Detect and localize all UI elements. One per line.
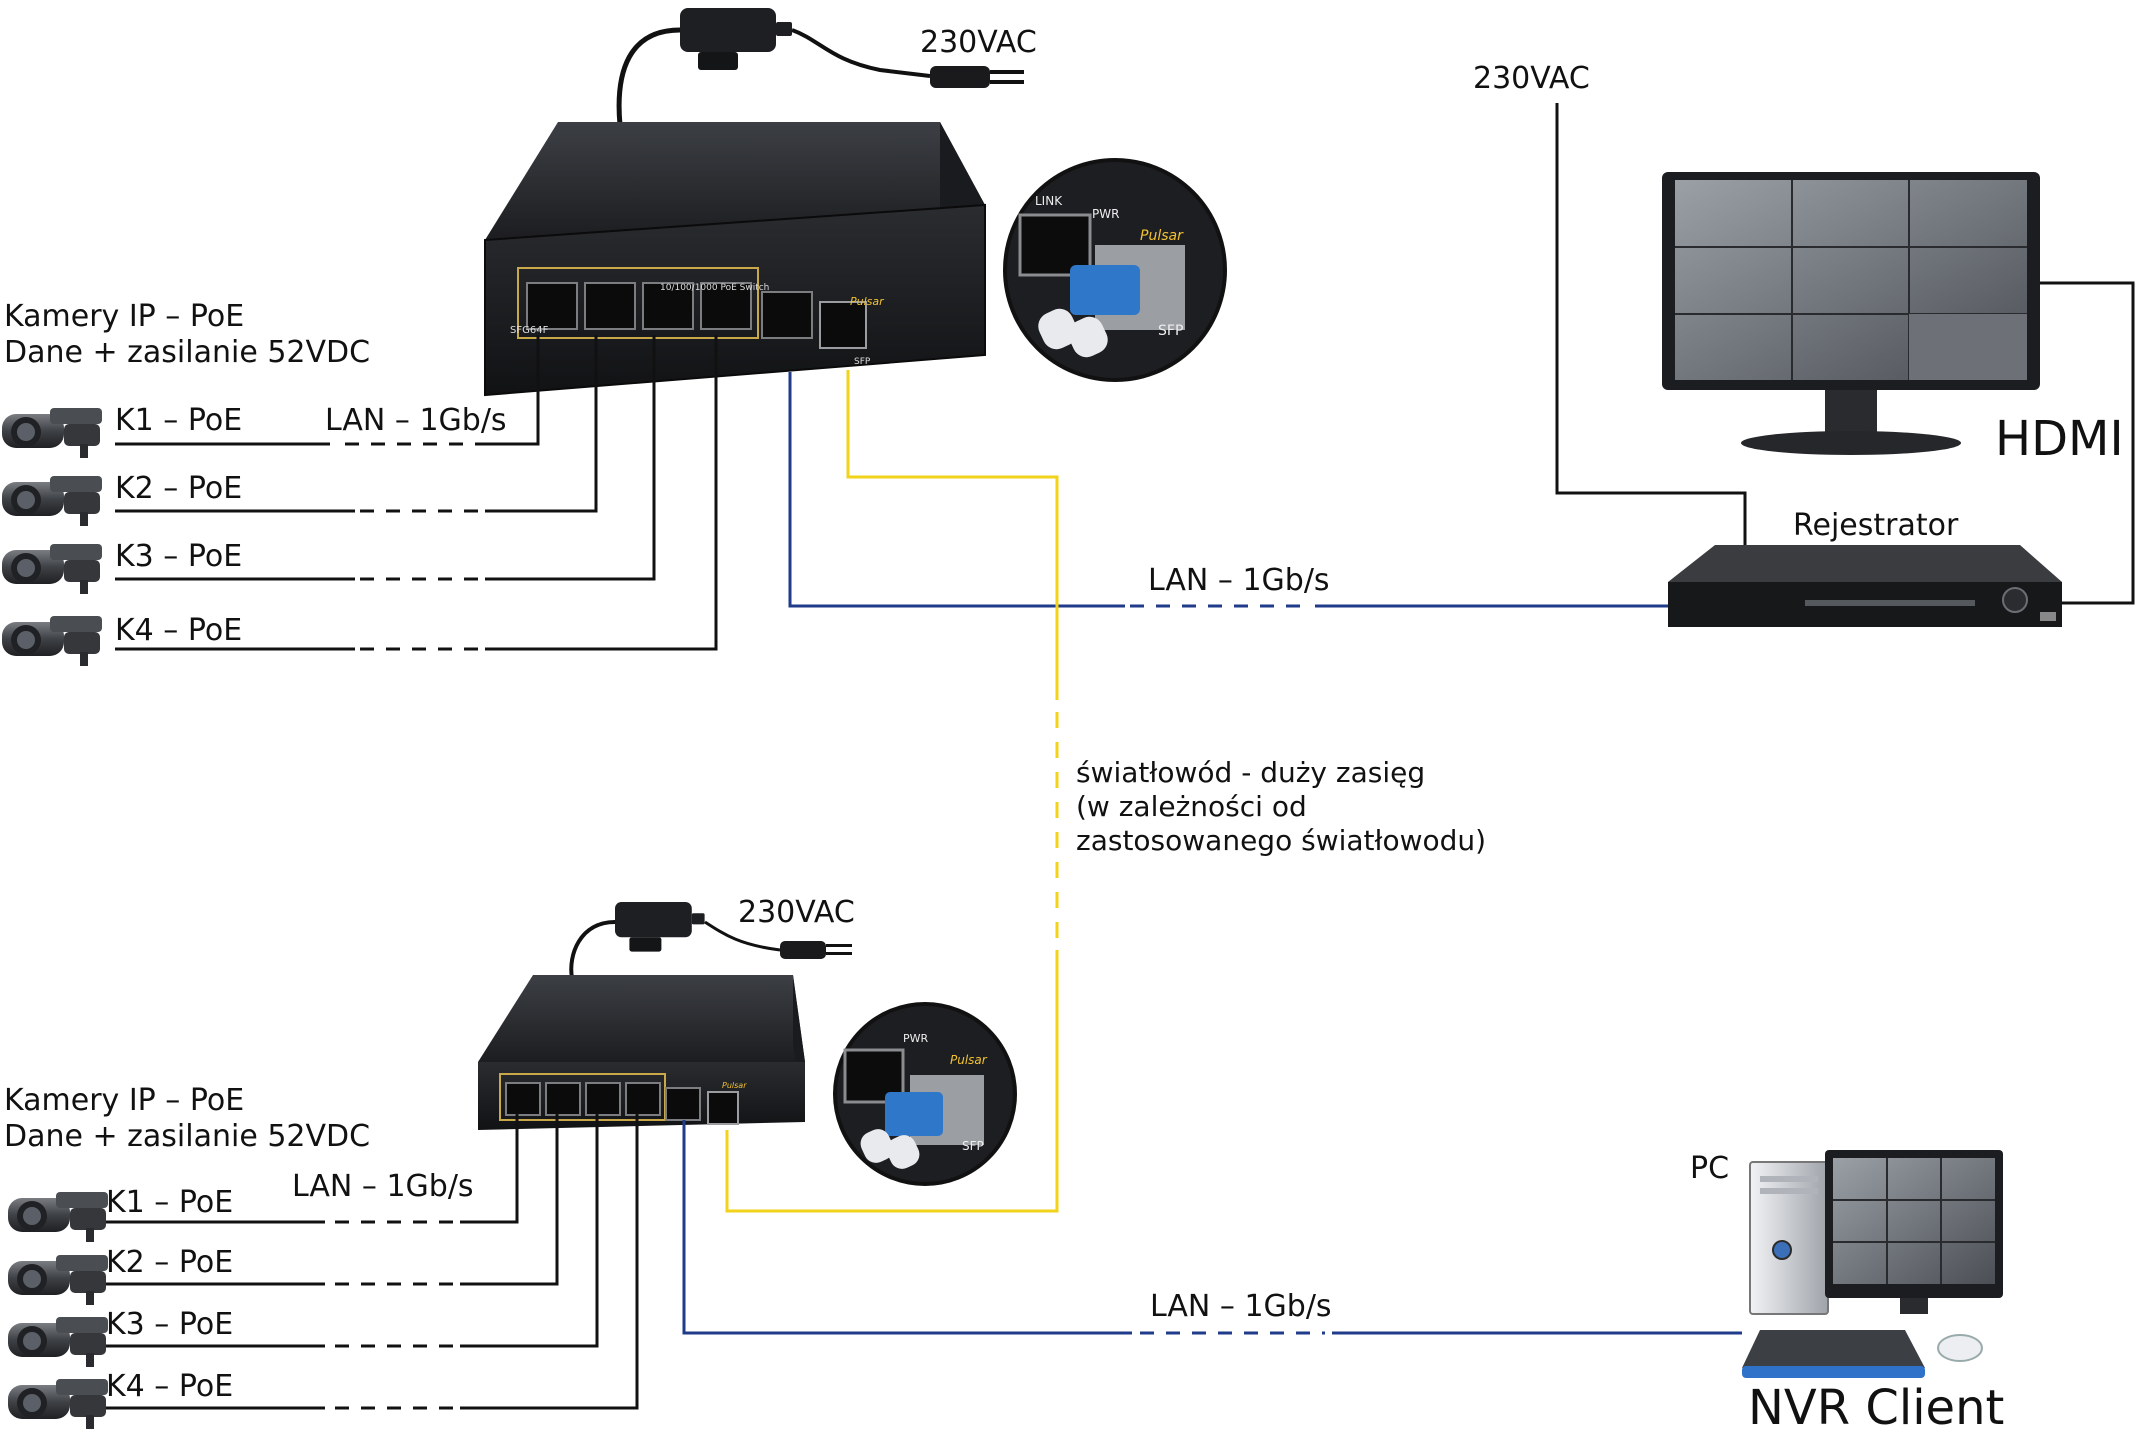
top-switch-brand: Pulsar <box>850 295 885 308</box>
top-lan-label: LAN – 1Gb/s <box>325 403 507 438</box>
bottom-camera-1 <box>8 1192 108 1242</box>
top-section: 230VAC SFG64F 10/100/1000 PoE Switch Pul… <box>2 8 1227 666</box>
top-zoom-pwr: PWR <box>1092 207 1119 221</box>
top-switch-sfp: SFP <box>854 357 871 367</box>
top-camera-label-2: K2 – PoE <box>115 471 242 506</box>
bottom-zoom-sfp: SFP <box>962 1139 984 1153</box>
top-camera-3 <box>2 544 102 594</box>
bottom-camera-4 <box>8 1379 108 1429</box>
top-adapter-cable <box>616 27 681 126</box>
nvr-client-title: NVR Client <box>1748 1380 2004 1436</box>
bottom-camera-label-3: K3 – PoE <box>106 1307 233 1342</box>
top-switch: SFG64F 10/100/1000 PoE Switch Pulsar SFP <box>484 122 986 397</box>
bottom-sfp-zoom: PWR Pulsar SFP <box>833 1002 1017 1186</box>
top-camera-wires <box>115 335 718 651</box>
client-lan-label: LAN – 1Gb/s <box>1150 1289 1332 1324</box>
pc-label: PC <box>1690 1151 1729 1186</box>
top-power-plug <box>930 66 1024 88</box>
top-plug-cable <box>791 28 931 78</box>
bottom-camera-label-4: K4 – PoE <box>106 1369 233 1404</box>
top-camera-4 <box>2 616 102 666</box>
monitor <box>1662 172 2040 455</box>
top-power-adapter <box>680 8 792 70</box>
hdmi-cable <box>2040 281 2135 605</box>
bottom-power-label: 230VAC <box>738 895 855 930</box>
top-zoom-sfp: SFP <box>1158 323 1183 339</box>
fiber-label-3: zastosowanego światłowodu) <box>1076 824 1486 857</box>
bottom-lan-link: LAN – 1Gb/s <box>682 1120 1742 1335</box>
recorder-device <box>1668 545 2062 627</box>
bottom-power-adapter <box>615 902 705 952</box>
top-switch-header: 10/100/1000 PoE Switch <box>660 283 769 293</box>
top-camera-1 <box>2 408 102 458</box>
bottom-plug-cable <box>704 920 781 952</box>
bottom-adapter-cable <box>569 920 616 979</box>
recorder-power-cable <box>1555 103 1747 545</box>
top-switch-model: SFG64F <box>510 325 549 336</box>
top-camera-label-4: K4 – PoE <box>115 613 242 648</box>
recorder-lan-label: LAN – 1Gb/s <box>1148 563 1330 598</box>
pc-client: PC NVR Client <box>1690 1150 2004 1436</box>
bottom-camera-label-1: K1 – PoE <box>106 1185 233 1220</box>
recorder-power-label: 230VAC <box>1473 61 1590 96</box>
top-cameras-title-1: Kamery IP – PoE <box>4 299 244 334</box>
keyboard <box>1742 1330 1925 1378</box>
top-rj45-ports <box>526 282 752 330</box>
fiber-label-2: (w zależności od <box>1076 790 1307 823</box>
bottom-cameras-title-1: Kamery IP – PoE <box>4 1083 244 1118</box>
pc-monitor <box>1825 1150 2003 1314</box>
bottom-switch-brand: Pulsar <box>722 1081 747 1090</box>
bottom-rj45-ports <box>505 1082 661 1116</box>
bottom-cameras-title-2: Dane + zasilanie 52VDC <box>4 1119 370 1154</box>
top-power-label: 230VAC <box>920 25 1037 60</box>
top-zoom-link: LINK <box>1035 194 1063 208</box>
hdmi-label: HDMI <box>1995 411 2124 467</box>
bottom-switch: Pulsar <box>478 975 805 1130</box>
bottom-section: 230VAC Pulsar PWR Pul <box>4 895 1017 1429</box>
bottom-lan-label: LAN – 1Gb/s <box>292 1169 474 1204</box>
top-lan-link: LAN – 1Gb/s <box>788 372 1668 608</box>
top-camera-label-1: K1 – PoE <box>115 403 242 438</box>
fiber-label-1: światłowód - duży zasięg <box>1076 756 1425 789</box>
top-sfp-zoom: LINK PWR Pulsar SFP <box>1003 158 1227 382</box>
top-zoom-brand: Pulsar <box>1140 228 1184 244</box>
mouse <box>1937 1334 1983 1362</box>
top-camera-label-3: K3 – PoE <box>115 539 242 574</box>
bottom-zoom-brand: Pulsar <box>950 1053 988 1067</box>
recorder-label: Rejestrator <box>1793 508 1959 543</box>
top-cameras-title-2: Dane + zasilanie 52VDC <box>4 335 370 370</box>
pc-tower <box>1749 1161 1829 1315</box>
top-camera-2 <box>2 476 102 526</box>
recorder-section: 230VAC HDMI Rejestrator <box>1473 61 2135 627</box>
bottom-camera-label-2: K2 – PoE <box>106 1245 233 1280</box>
fiber-link: światłowód - duży zasięg (w zależności o… <box>725 370 1486 1213</box>
bottom-power-plug <box>780 941 852 959</box>
bottom-camera-wires <box>106 1113 639 1410</box>
bottom-zoom-pwr: PWR <box>903 1032 929 1045</box>
bottom-camera-3 <box>8 1317 108 1367</box>
bottom-camera-2 <box>8 1255 108 1305</box>
